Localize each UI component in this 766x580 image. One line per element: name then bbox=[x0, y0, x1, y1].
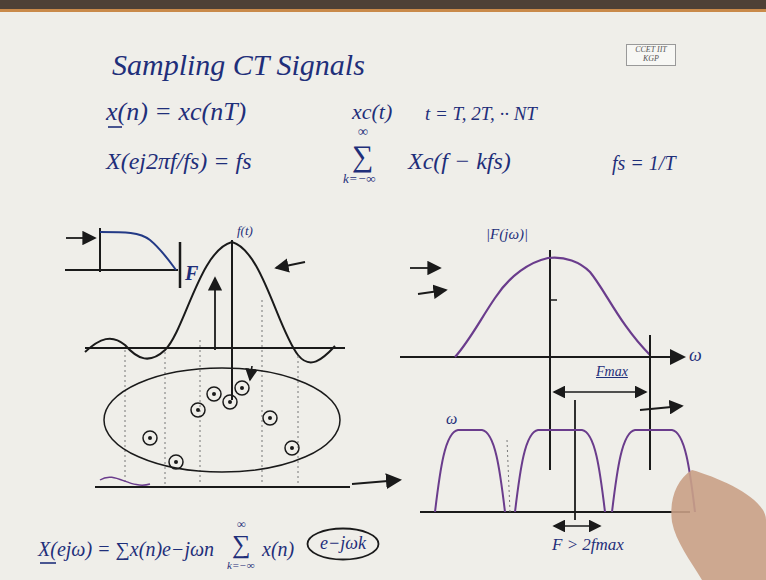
pointer-arrow bbox=[640, 406, 682, 410]
sample-dot bbox=[212, 392, 216, 396]
axis bbox=[231, 240, 233, 400]
axis-label: f(t) bbox=[237, 224, 253, 238]
fmax-line bbox=[649, 335, 651, 470]
sum-symbol: ∑ bbox=[232, 531, 251, 560]
sample-region bbox=[104, 368, 340, 472]
sample-dots bbox=[148, 386, 294, 464]
spectrum-copy bbox=[435, 430, 505, 512]
equation: x(n) = xc(nT) bbox=[106, 98, 246, 127]
sample-ring bbox=[223, 395, 237, 409]
sum-symbol: ∑ bbox=[352, 139, 373, 172]
sample-ring bbox=[143, 431, 157, 445]
sum-limit: k=−∞ bbox=[343, 172, 376, 186]
top-band bbox=[0, 0, 766, 9]
pointer-arrow bbox=[214, 278, 216, 350]
top-edge bbox=[0, 9, 766, 12]
axis-label: |F(jω)| bbox=[486, 226, 528, 243]
sample-dot bbox=[196, 408, 200, 412]
axis-label: ω bbox=[689, 346, 702, 366]
axis bbox=[99, 228, 101, 272]
sample-guides bbox=[125, 300, 298, 485]
circle-outline bbox=[308, 529, 379, 560]
axis-label: F bbox=[185, 262, 198, 284]
sample-dot bbox=[228, 400, 232, 404]
equation: fs = 1/T bbox=[612, 152, 676, 174]
sum-limit: ∞ bbox=[358, 124, 368, 139]
axis bbox=[65, 269, 178, 271]
pointer-arrow bbox=[250, 366, 252, 380]
axis bbox=[420, 511, 690, 513]
sample-ring bbox=[263, 411, 277, 425]
dimension-arrow bbox=[554, 525, 600, 527]
sample-dot bbox=[174, 460, 178, 464]
tick bbox=[550, 299, 557, 301]
equation: X(ejω) = ∑x(n)e−jωn bbox=[38, 538, 214, 560]
sample-dot bbox=[240, 386, 244, 390]
pointer-arrow bbox=[418, 290, 446, 294]
spectrum-curve bbox=[455, 258, 650, 357]
circled-term: e−jωk bbox=[306, 527, 380, 561]
axis bbox=[400, 356, 684, 358]
equation: x(n) bbox=[262, 538, 294, 560]
equation: Xc(f − kfs) bbox=[408, 148, 511, 174]
dimension-arrow bbox=[554, 391, 646, 393]
sample-ring bbox=[285, 441, 299, 455]
underline bbox=[108, 126, 122, 128]
signal-curve bbox=[85, 242, 335, 362]
sample-points bbox=[143, 381, 299, 469]
sample-ring bbox=[207, 387, 221, 401]
sample-ring bbox=[235, 381, 249, 395]
cutoff-line bbox=[179, 242, 182, 288]
pointer-arrow bbox=[66, 237, 95, 239]
spectrum-copy bbox=[515, 430, 605, 512]
equation: xc(t) bbox=[352, 100, 392, 124]
sample-dot bbox=[290, 446, 294, 450]
sum-limit: k=−∞ bbox=[227, 559, 255, 571]
axis bbox=[95, 486, 350, 488]
pointer-arrow bbox=[276, 262, 305, 268]
equation: X(ej2πf/fs) = fs bbox=[106, 148, 252, 174]
sum-limit: ∞ bbox=[237, 518, 246, 531]
sample-dot bbox=[268, 416, 272, 420]
sample-dot bbox=[148, 436, 152, 440]
guide-line bbox=[507, 440, 510, 512]
axis bbox=[549, 250, 551, 470]
box-outline bbox=[627, 45, 676, 66]
node-text: e−jωk bbox=[320, 534, 366, 554]
spectrum-curve bbox=[100, 232, 176, 270]
node-text: CCET IIT KGP bbox=[629, 46, 673, 64]
underline bbox=[40, 562, 56, 564]
slide-title: Sampling CT Signals bbox=[112, 48, 365, 81]
logo-box: CCET IIT KGP bbox=[626, 44, 676, 66]
guide-line bbox=[574, 400, 576, 520]
pointer-arrow bbox=[410, 267, 440, 269]
sample-ring bbox=[169, 455, 183, 469]
faint-curve bbox=[100, 477, 150, 485]
hand bbox=[671, 470, 766, 580]
dimension-label: Fmax bbox=[596, 364, 628, 379]
condition-label: F > 2fmax bbox=[552, 536, 624, 555]
equation: t = T, 2T, ·· NT bbox=[425, 104, 537, 125]
pointer-arrow bbox=[352, 480, 400, 484]
sample-ring bbox=[191, 403, 205, 417]
axis-label: ω bbox=[446, 410, 457, 428]
